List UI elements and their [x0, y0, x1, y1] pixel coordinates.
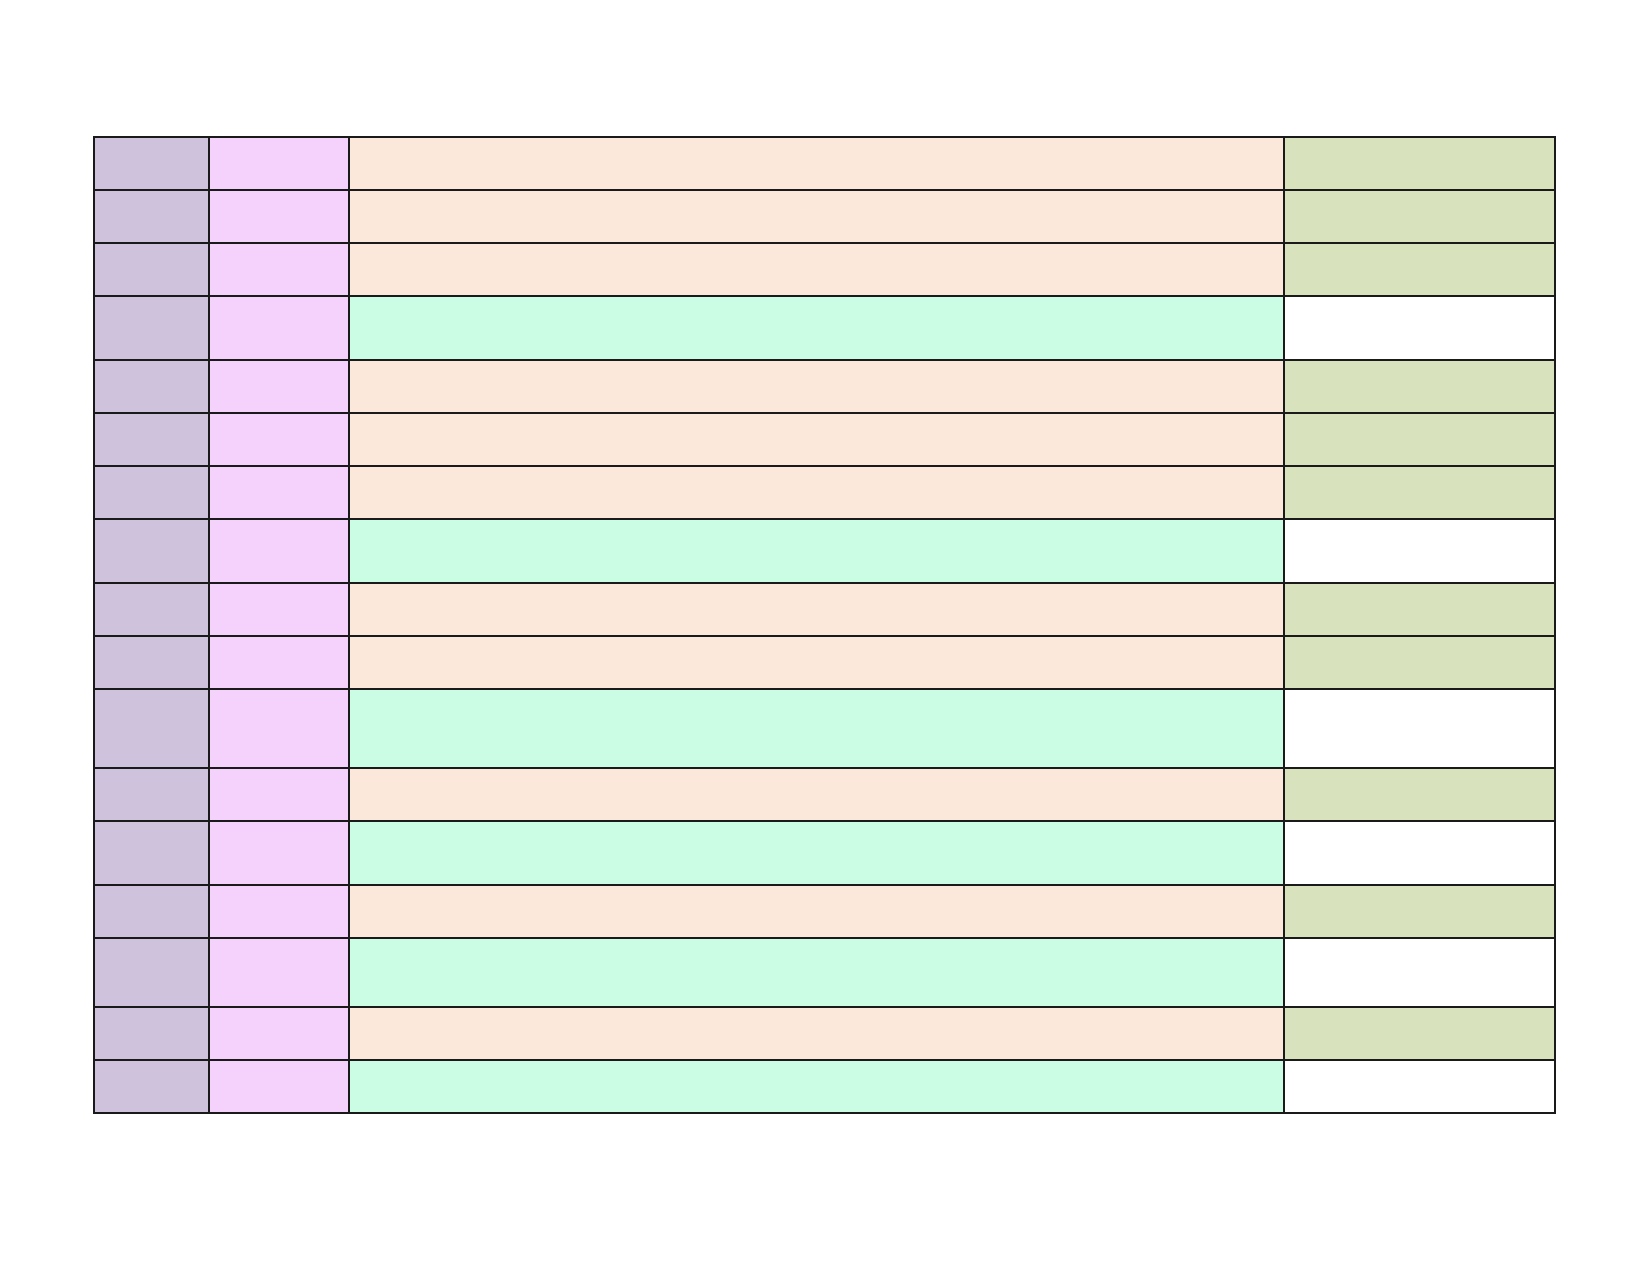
color-grid-table: [93, 136, 1556, 1114]
row-cell-col1: [93, 1006, 210, 1061]
table-row: [93, 820, 1556, 886]
row-cell-col3: [348, 820, 1285, 886]
row-cell-col2: [208, 136, 350, 191]
row-cell-col3: [348, 884, 1285, 939]
table-row: [93, 518, 1556, 584]
row-cell-col3: [348, 359, 1285, 414]
table-row: [93, 1059, 1556, 1114]
row-cell-col1: [93, 688, 210, 769]
row-cell-col2: [208, 884, 350, 939]
row-cell-col4: [1283, 688, 1556, 769]
row-cell-col4: [1283, 242, 1556, 297]
row-cell-col3: [348, 937, 1285, 1008]
row-cell-col1: [93, 359, 210, 414]
row-cell-col4: [1283, 635, 1556, 690]
row-cell-col4: [1283, 1059, 1556, 1114]
row-cell-col4: [1283, 884, 1556, 939]
table-row: [93, 189, 1556, 244]
row-cell-col2: [208, 767, 350, 822]
row-cell-col4: [1283, 582, 1556, 637]
row-cell-col2: [208, 820, 350, 886]
row-cell-col4: [1283, 767, 1556, 822]
row-cell-col1: [93, 937, 210, 1008]
row-cell-col1: [93, 295, 210, 361]
row-cell-col3: [348, 295, 1285, 361]
row-cell-col2: [208, 189, 350, 244]
row-cell-col1: [93, 582, 210, 637]
row-cell-col1: [93, 767, 210, 822]
row-cell-col4: [1283, 937, 1556, 1008]
row-cell-col1: [93, 518, 210, 584]
row-cell-col3: [348, 412, 1285, 467]
table-row: [93, 582, 1556, 637]
row-cell-col4: [1283, 359, 1556, 414]
row-cell-col1: [93, 242, 210, 297]
row-cell-col4: [1283, 465, 1556, 520]
row-cell-col2: [208, 242, 350, 297]
row-cell-col1: [93, 635, 210, 690]
row-cell-col3: [348, 242, 1285, 297]
row-cell-col2: [208, 465, 350, 520]
row-cell-col4: [1283, 136, 1556, 191]
row-cell-col1: [93, 820, 210, 886]
row-cell-col2: [208, 635, 350, 690]
row-cell-col1: [93, 412, 210, 467]
table-row: [93, 1006, 1556, 1061]
row-cell-col4: [1283, 820, 1556, 886]
row-cell-col2: [208, 518, 350, 584]
row-cell-col2: [208, 937, 350, 1008]
row-cell-col1: [93, 189, 210, 244]
row-cell-col3: [348, 189, 1285, 244]
row-cell-col3: [348, 518, 1285, 584]
row-cell-col3: [348, 1006, 1285, 1061]
row-cell-col2: [208, 1059, 350, 1114]
table-row: [93, 136, 1556, 191]
row-cell-col1: [93, 1059, 210, 1114]
table-row: [93, 465, 1556, 520]
row-cell-col4: [1283, 1006, 1556, 1061]
table-row: [93, 937, 1556, 1008]
row-cell-col2: [208, 295, 350, 361]
row-cell-col3: [348, 767, 1285, 822]
row-cell-col2: [208, 359, 350, 414]
row-cell-col1: [93, 884, 210, 939]
row-cell-col2: [208, 412, 350, 467]
table-row: [93, 295, 1556, 361]
row-cell-col3: [348, 1059, 1285, 1114]
table-row: [93, 635, 1556, 690]
table-row: [93, 359, 1556, 414]
row-cell-col3: [348, 582, 1285, 637]
row-cell-col3: [348, 688, 1285, 769]
row-cell-col4: [1283, 412, 1556, 467]
table-row: [93, 688, 1556, 769]
row-cell-col1: [93, 465, 210, 520]
table-row: [93, 884, 1556, 939]
row-cell-col2: [208, 688, 350, 769]
row-cell-col2: [208, 582, 350, 637]
row-cell-col3: [348, 635, 1285, 690]
grid-body: [93, 136, 1556, 1114]
row-cell-col2: [208, 1006, 350, 1061]
row-cell-col4: [1283, 518, 1556, 584]
row-cell-col3: [348, 465, 1285, 520]
row-cell-col1: [93, 136, 210, 191]
table-row: [93, 242, 1556, 297]
row-cell-col4: [1283, 295, 1556, 361]
row-cell-col4: [1283, 189, 1556, 244]
row-cell-col3: [348, 136, 1285, 191]
table-row: [93, 412, 1556, 467]
table-row: [93, 767, 1556, 822]
